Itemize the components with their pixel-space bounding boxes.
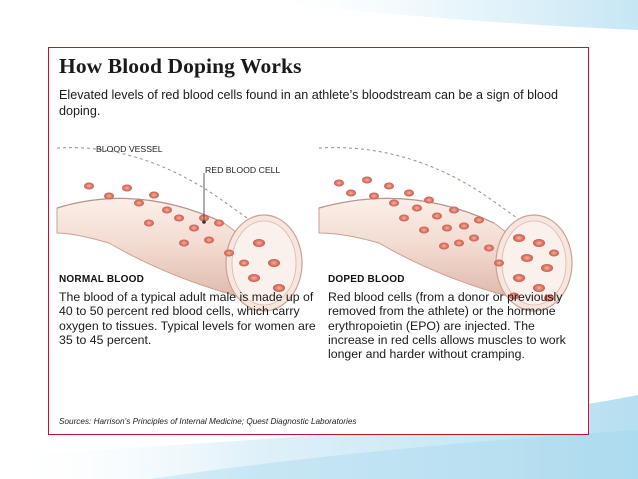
panel-heading: DOPED BLOOD <box>328 274 405 285</box>
panel-body: The blood of a typical adult male is mad… <box>59 290 316 347</box>
panel-heading: NORMAL BLOOD <box>59 274 144 285</box>
normal-vessel <box>56 147 303 312</box>
red-blood-cell-label: RED BLOOD CELL <box>205 165 281 175</box>
infographic-card: How Blood Doping Works Elevated levels o… <box>48 47 589 435</box>
doped-vessel <box>318 147 573 312</box>
source-note: Sources: Harrison’s Principles of Intern… <box>59 417 357 426</box>
figure-subtitle: Elevated levels of red blood cells found… <box>59 88 558 118</box>
vessel-illustrations <box>56 147 573 312</box>
doped-cells <box>334 176 559 302</box>
blood-vessel-label: BLOOD VESSEL <box>96 144 163 154</box>
figure-title: How Blood Doping Works <box>59 54 302 78</box>
panel-body: Red blood cells (from a donor or previou… <box>328 290 566 362</box>
